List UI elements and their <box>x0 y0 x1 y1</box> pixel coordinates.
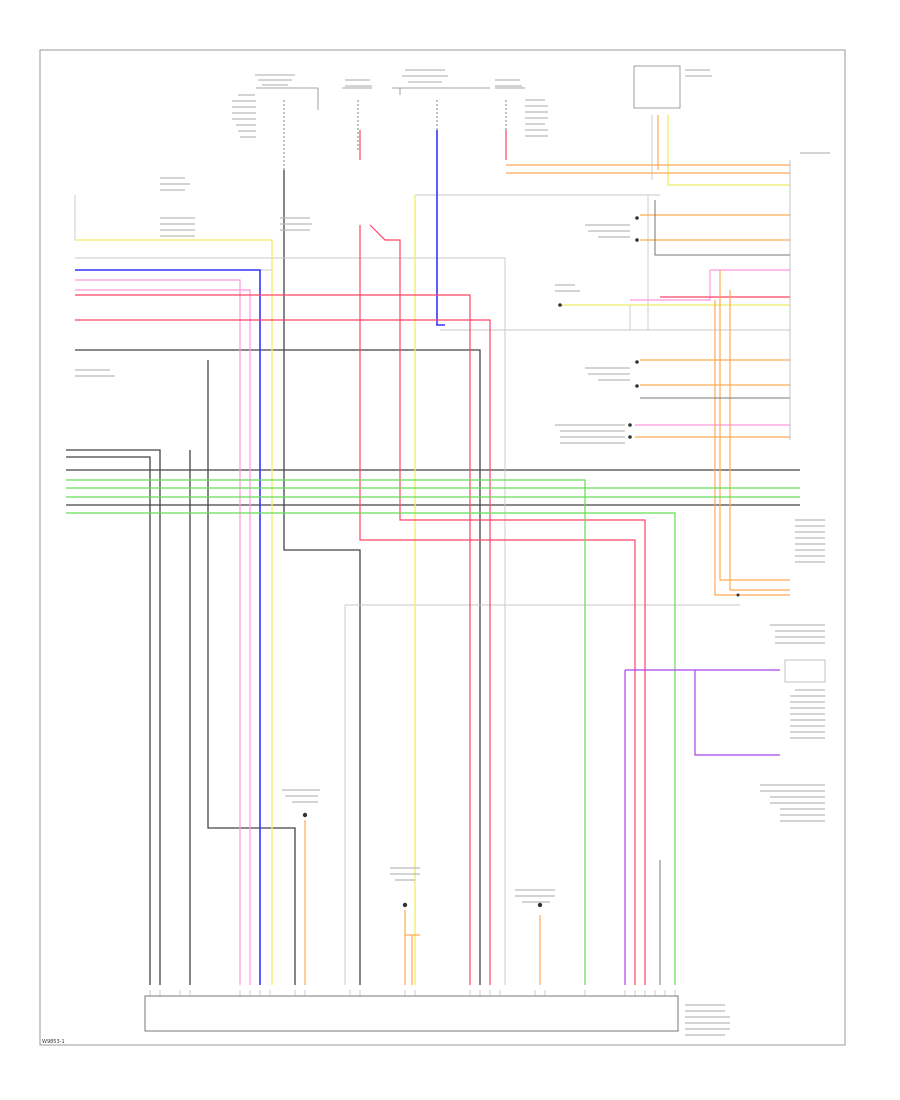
wires-red <box>75 130 790 985</box>
wires-orange <box>304 115 790 985</box>
page-border <box>39 49 846 1046</box>
wires-green <box>66 479 800 985</box>
splice-points <box>302 216 740 908</box>
wires-yellow <box>75 115 790 985</box>
label-marks <box>75 69 830 1036</box>
main-connector-block <box>144 995 679 1032</box>
top-fuse-blocks <box>256 87 525 170</box>
page-code: W9853-1 <box>42 1039 65 1045</box>
wires-purple <box>624 669 780 985</box>
top-right-component <box>633 65 681 109</box>
wires-pink <box>75 269 790 985</box>
wires-blue <box>75 130 445 985</box>
connector-pins <box>149 990 676 996</box>
wires-dark <box>66 170 800 985</box>
wires-light <box>74 115 790 985</box>
right-components <box>784 160 826 683</box>
wires-right-gray <box>640 200 790 985</box>
